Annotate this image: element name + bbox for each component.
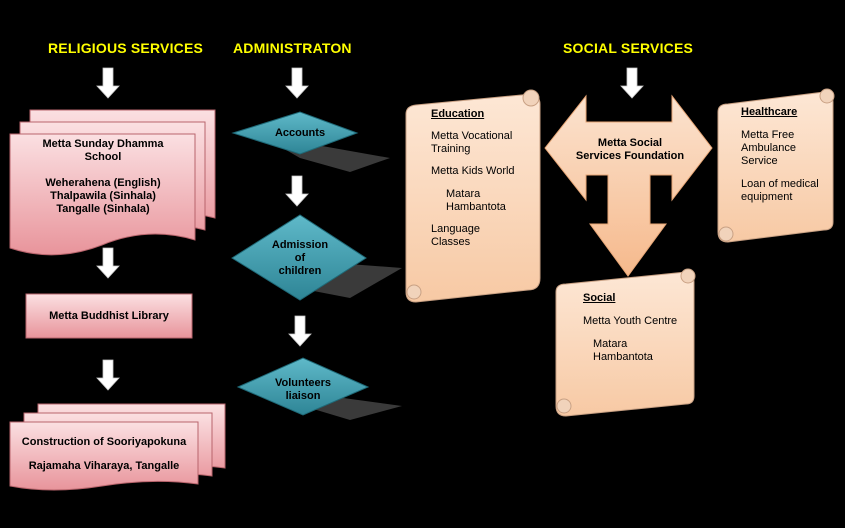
education-subitem: Hambantota (446, 201, 506, 213)
accounts-label: Accounts (274, 127, 326, 139)
foundation-line: Services Foundation (575, 150, 685, 162)
dhamma-school-title: Metta Sunday Dhamma (42, 138, 164, 150)
accounts-diamond (231, 111, 390, 172)
social-services-header: SOCIAL SERVICES (563, 40, 694, 56)
construction-shape (9, 403, 226, 491)
healthcare-box: Healthcare Metta Free Ambulance Service … (741, 106, 831, 204)
healthcare-item: Loan of medical (741, 178, 819, 190)
religious-services-header: RELIGIOUS SERVICES (48, 40, 204, 56)
library-shape (25, 293, 193, 339)
construction-location: Rajamaha Viharaya, Tangalle (28, 460, 180, 472)
arrow-down-icon (96, 359, 120, 391)
education-box: Education Metta Vocational Training Mett… (431, 108, 531, 249)
admission-line: of (294, 252, 306, 264)
volunteers-diamond (236, 357, 402, 420)
education-item: Language (431, 223, 480, 235)
construction-box: Construction of Sooriyapokuna Rajamaha V… (12, 436, 196, 473)
dhamma-school-location: Weherahena (English) (45, 177, 161, 189)
healthcare-scroll-shape (717, 88, 835, 243)
admission-diamond (231, 214, 402, 301)
admission-label: Admission of children (250, 239, 350, 278)
library-label: Metta Buddhist Library (49, 310, 169, 322)
education-item: Training (431, 143, 471, 155)
arrow-down-icon (620, 67, 644, 99)
social-item: Metta Youth Centre (583, 315, 678, 327)
social-foundation-arrow-shape (544, 94, 713, 277)
education-title: Education (431, 108, 485, 120)
dhamma-school-shape (9, 109, 216, 256)
social-subitem: Matara (593, 338, 628, 350)
healthcare-title: Healthcare (741, 106, 798, 118)
education-item: Metta Kids World (431, 165, 515, 177)
healthcare-item: Metta Free (741, 129, 795, 141)
social-subitem: Hambantota (593, 351, 653, 363)
construction-title: Construction of Sooriyapokuna (21, 436, 187, 448)
social-scroll-shape (555, 268, 696, 417)
dhamma-school-location: Thalpawila (Sinhala) (50, 190, 156, 202)
social-box: Social Metta Youth Centre Matara Hambant… (583, 292, 688, 364)
education-item: Classes (431, 236, 471, 248)
dhamma-school-box: Metta Sunday Dhamma School Weherahena (E… (14, 138, 192, 216)
volunteers-line: Volunteers (274, 377, 332, 389)
healthcare-item: equipment (741, 191, 793, 203)
healthcare-item: Ambulance (741, 142, 797, 154)
dhamma-school-title-2: School (84, 151, 122, 163)
foundation-line: Metta Social (597, 137, 663, 149)
admission-line: Admission (271, 239, 329, 251)
education-item: Metta Vocational (431, 130, 513, 142)
social-title: Social (583, 292, 616, 304)
dhamma-school-location: Tangalle (Sinhala) (56, 203, 150, 215)
admission-line: children (278, 265, 322, 277)
arrow-down-icon (288, 315, 312, 347)
administration-header: ADMINISTRATON (233, 40, 352, 56)
arrow-down-icon (96, 247, 120, 279)
arrow-down-icon (96, 67, 120, 99)
healthcare-item: Service (741, 155, 778, 167)
foundation-label: Metta Social Services Foundation (568, 137, 692, 163)
volunteers-line: liaison (285, 390, 321, 402)
volunteers-label: Volunteers liaison (253, 377, 353, 403)
education-scroll-shape (405, 89, 541, 303)
arrow-down-icon (285, 175, 309, 207)
arrow-down-icon (285, 67, 309, 99)
education-subitem: Matara (446, 188, 481, 200)
